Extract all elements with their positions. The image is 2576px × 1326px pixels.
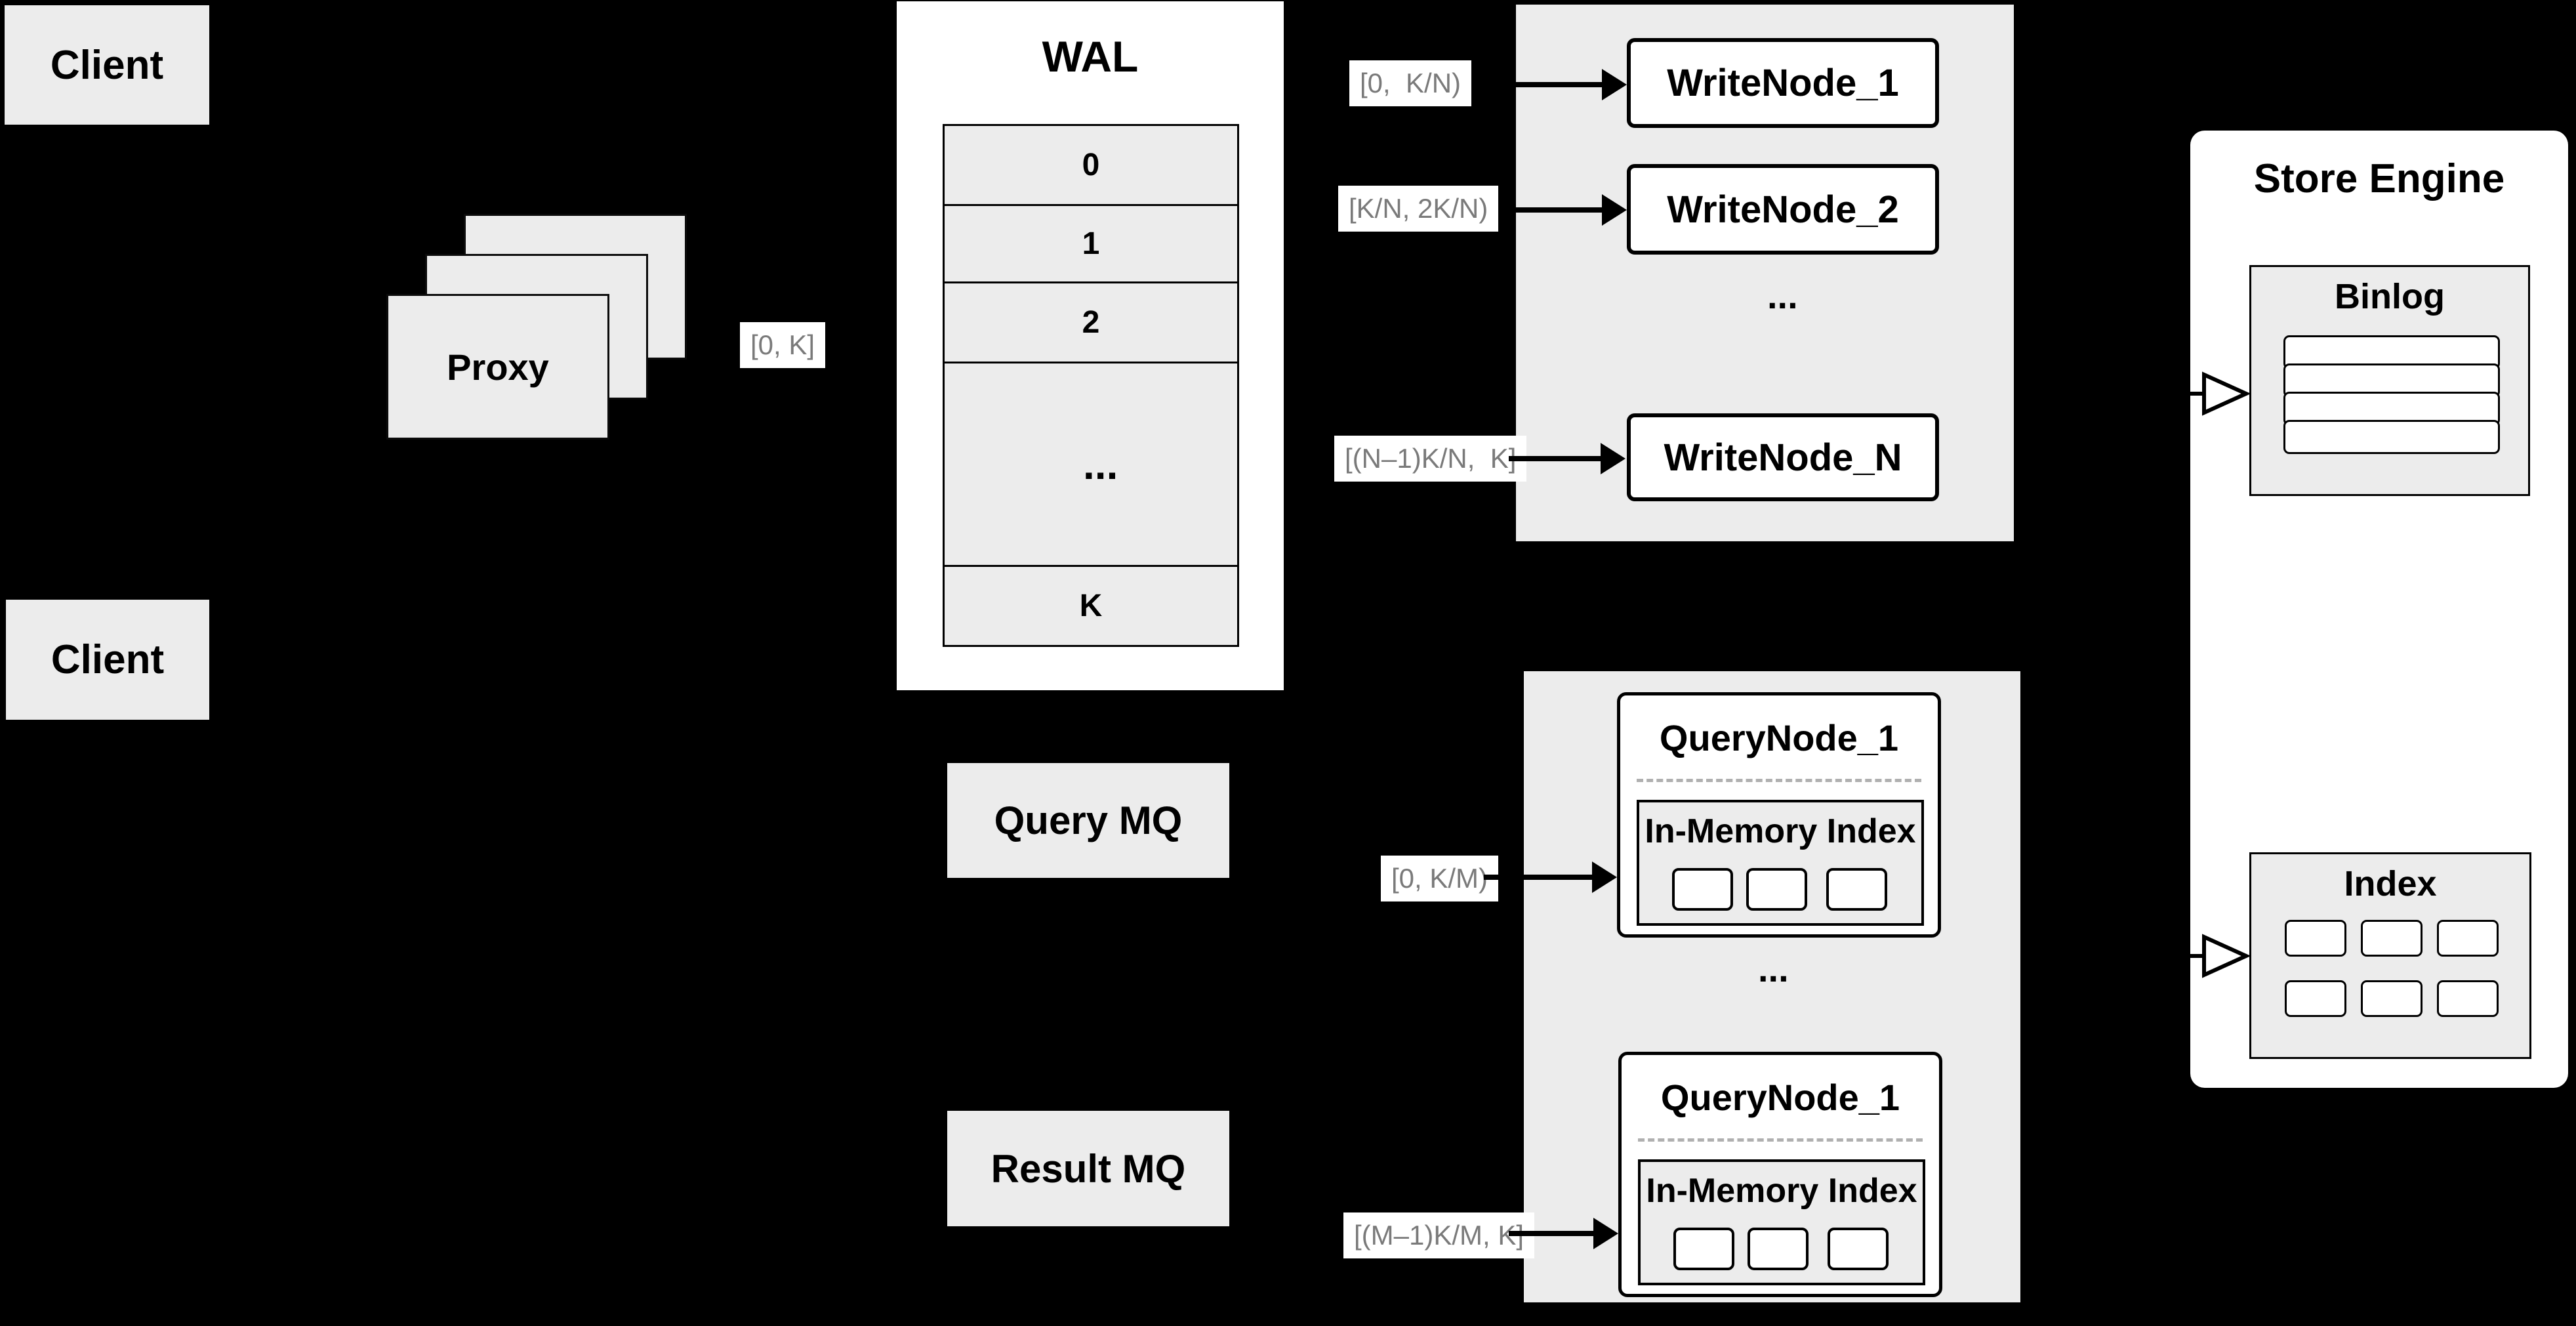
query-node-divider bbox=[1638, 1138, 1923, 1142]
in-memory-index-panel: In-Memory Index bbox=[1637, 800, 1924, 926]
index-panel: Index bbox=[2249, 852, 2531, 1059]
write-range-label-n: [(N–1)K/N, K] bbox=[1334, 436, 1527, 482]
index-segment bbox=[2437, 920, 2499, 957]
query-node-divider bbox=[1637, 779, 1921, 782]
write-node-label: WriteNode_1 bbox=[1667, 62, 1899, 104]
binlog-row bbox=[2283, 420, 2500, 454]
write-node-n: WriteNode_N bbox=[1627, 413, 1939, 501]
write-node-label: WriteNode_2 bbox=[1667, 188, 1899, 231]
index-segment bbox=[1673, 1228, 1734, 1270]
wal-ellipsis: ... bbox=[1083, 440, 1118, 488]
index-segment bbox=[2361, 920, 2423, 957]
wal-row: 1 bbox=[945, 204, 1237, 281]
write-node-1: WriteNode_1 bbox=[1627, 38, 1939, 128]
query-node-m: QueryNode_1 In-Memory Index bbox=[1618, 1052, 1942, 1297]
client-box-bottom: Client bbox=[6, 600, 209, 720]
write-node-label: WriteNode_N bbox=[1664, 436, 1902, 479]
client-box-top: Client bbox=[5, 5, 209, 125]
wal-row: 2 bbox=[945, 281, 1237, 362]
store-engine-panel: Store Engine Binlog Index bbox=[2190, 131, 2568, 1088]
query-range-label-m: [(M–1)K/M, K] bbox=[1343, 1212, 1535, 1259]
proxy-label: Proxy bbox=[447, 346, 549, 388]
query-node-title: QueryNode_1 bbox=[1660, 1077, 1900, 1118]
client-label: Client bbox=[50, 42, 164, 88]
write-nodes-ellipsis: ... bbox=[1767, 275, 1798, 316]
wal-table: 0 1 2 ... K bbox=[943, 124, 1239, 647]
proxy-card-front: Proxy bbox=[386, 294, 609, 440]
query-mq-box: Query MQ bbox=[947, 763, 1229, 878]
result-mq-label: Result MQ bbox=[991, 1146, 1186, 1191]
index-segment bbox=[2285, 980, 2346, 1017]
index-segment bbox=[1672, 868, 1733, 911]
client-label: Client bbox=[51, 637, 165, 682]
index-segment bbox=[2437, 980, 2499, 1017]
index-segment bbox=[2285, 920, 2346, 957]
result-mq-box: Result MQ bbox=[947, 1111, 1229, 1226]
wal-title: WAL bbox=[1042, 32, 1139, 81]
write-range-label-2: [K/N, 2K/N) bbox=[1338, 186, 1499, 232]
index-segment bbox=[2361, 980, 2423, 1017]
query-range-label-1: [0, K/M) bbox=[1381, 856, 1499, 902]
wal-row: K bbox=[945, 565, 1237, 645]
index-segment bbox=[1828, 1228, 1889, 1270]
wal-panel: WAL 0 1 2 ... K bbox=[897, 1, 1284, 690]
query-mq-label: Query MQ bbox=[994, 798, 1183, 842]
in-memory-index-panel: In-Memory Index bbox=[1638, 1159, 1925, 1285]
index-title: Index bbox=[2344, 864, 2437, 903]
index-segment bbox=[1746, 868, 1807, 911]
query-node-1: QueryNode_1 In-Memory Index bbox=[1617, 692, 1941, 938]
in-memory-index-title: In-Memory Index bbox=[1646, 1172, 1917, 1210]
wal-row-ellipsis: ... bbox=[945, 362, 1237, 565]
query-node-title: QueryNode_1 bbox=[1659, 717, 1899, 758]
binlog-panel: Binlog bbox=[2249, 265, 2530, 496]
index-segment bbox=[1748, 1228, 1809, 1270]
in-memory-index-title: In-Memory Index bbox=[1645, 812, 1916, 850]
write-node-2: WriteNode_2 bbox=[1627, 164, 1939, 255]
query-nodes-ellipsis: ... bbox=[1758, 948, 1789, 989]
binlog-title: Binlog bbox=[2335, 277, 2445, 316]
proxy-range-label: [0, K] bbox=[740, 322, 826, 369]
index-segment bbox=[1826, 868, 1887, 911]
write-range-label-1: [0, K/N) bbox=[1349, 60, 1472, 107]
store-engine-title: Store Engine bbox=[2253, 156, 2505, 201]
wal-row: 0 bbox=[945, 126, 1237, 204]
